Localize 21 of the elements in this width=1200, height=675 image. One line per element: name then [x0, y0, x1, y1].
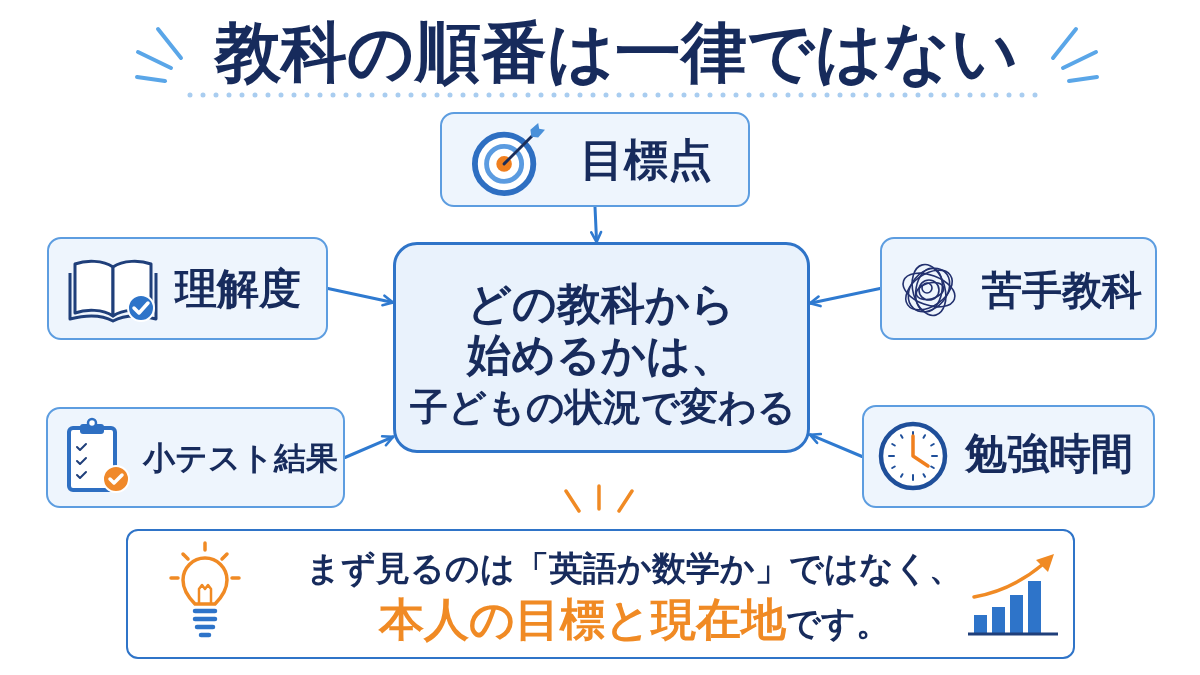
node-box — [46, 407, 345, 508]
summary-text: まず見るのは「英語か数学か」ではなく、本人の目標と現在地です。 — [304, 547, 964, 648]
node-label: 小テスト結果 — [143, 439, 338, 478]
center-text: 子どもの状況で変わる — [410, 385, 794, 431]
arrow — [590, 205, 603, 244]
node-box — [440, 112, 750, 207]
node-box — [862, 405, 1155, 508]
arrow — [808, 432, 864, 458]
arrow — [343, 434, 395, 459]
node-label: 理解度 — [175, 264, 301, 315]
title: 教科の順番は一律ではない — [215, 13, 1019, 93]
center-box — [393, 242, 810, 453]
node-box — [880, 237, 1157, 340]
node-box — [47, 237, 328, 340]
node-label: 苦手教科 — [982, 266, 1142, 314]
center-text: どの教科から始めるかは、 — [466, 278, 736, 381]
arrow — [326, 287, 395, 307]
node-label: 勉強時間 — [965, 429, 1133, 480]
arrow — [808, 287, 882, 308]
node-label: 目標点 — [580, 134, 712, 187]
summary-box — [126, 529, 1075, 659]
